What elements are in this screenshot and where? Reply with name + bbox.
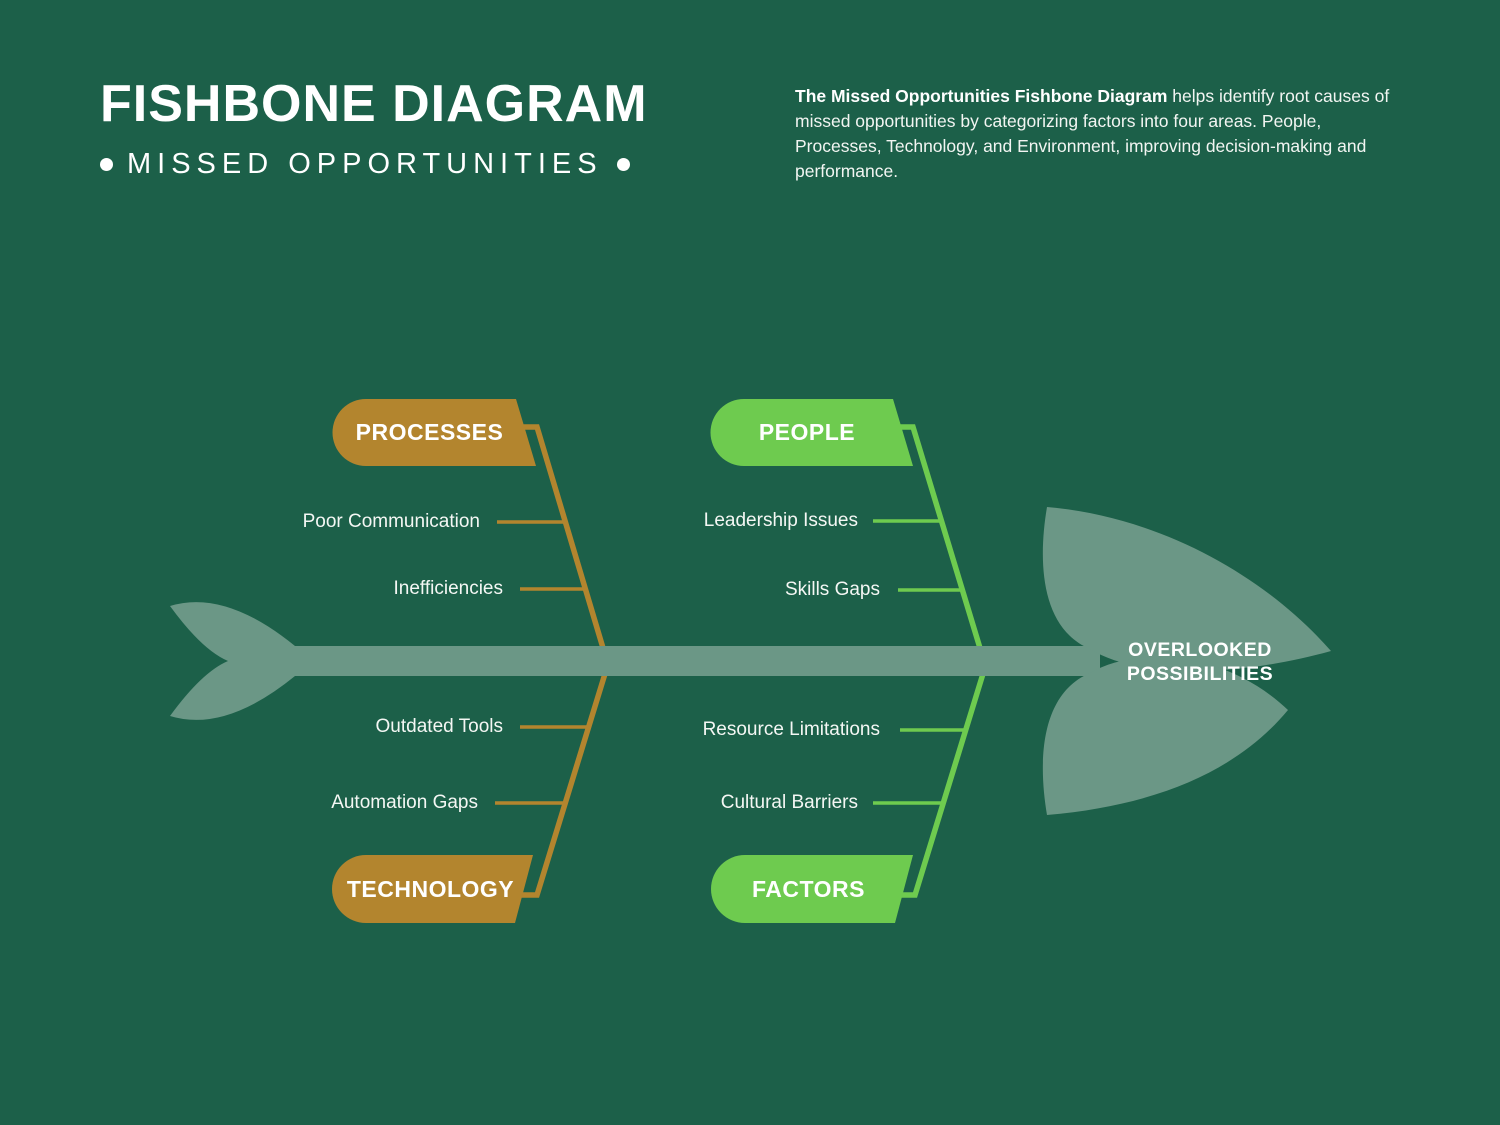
category-label-people: PEOPLE [758,419,856,445]
cause-skills-gaps: Skills Gaps [784,579,880,600]
fish-spine [285,646,1100,676]
badge-shape-people [710,399,913,466]
cause-automation-gaps: Automation Gaps [331,792,478,813]
page-title: FISHBONE DIAGRAM [100,75,648,133]
badge-shape-technology [332,855,533,923]
branch-line-factors [898,663,989,898]
fish-head-top [1042,507,1331,672]
description: The Missed Opportunities Fishbone Diagra… [795,84,1409,183]
subtitle-bullet-icon [616,158,630,171]
category-label-technology: TECHNOLOGY [346,875,515,902]
cause-cultural-barriers: Cultural Barriers [720,792,858,813]
cause-inefficiencies: Inefficiencies [393,578,504,599]
cause-outdated-tools: Outdated Tools [375,716,503,737]
cause-poor-communication: Poor Communication [302,511,480,532]
category-label-factors: FACTORS [752,875,865,902]
effect-label-line2: POSSIBILITIES [1126,663,1274,685]
subtitle-text: MISSED OPPORTUNITIES [127,148,603,180]
description-bold: The Missed Opportunities Fishbone Diagra… [795,86,1168,106]
page-subtitle: MISSED OPPORTUNITIES [100,148,700,181]
branch-line-technology [518,663,611,898]
fish-head-bottom [1042,657,1288,815]
badge-shape-processes [332,399,536,466]
cause-resource-limitations: Resource Limitations [702,719,880,740]
subtitle-bullet-icon [100,158,113,171]
fish-tail [170,602,295,720]
badge-shape-factors [711,855,913,923]
description-rest: helps identify root causes of missed opp… [795,86,1390,181]
category-label-processes: PROCESSES [355,419,504,445]
effect-label: OVERLOOKED POSSIBILITIES [1085,638,1315,686]
cause-leadership-issues: Leadership Issues [703,510,858,531]
effect-label-line1: OVERLOOKED [1128,639,1272,661]
